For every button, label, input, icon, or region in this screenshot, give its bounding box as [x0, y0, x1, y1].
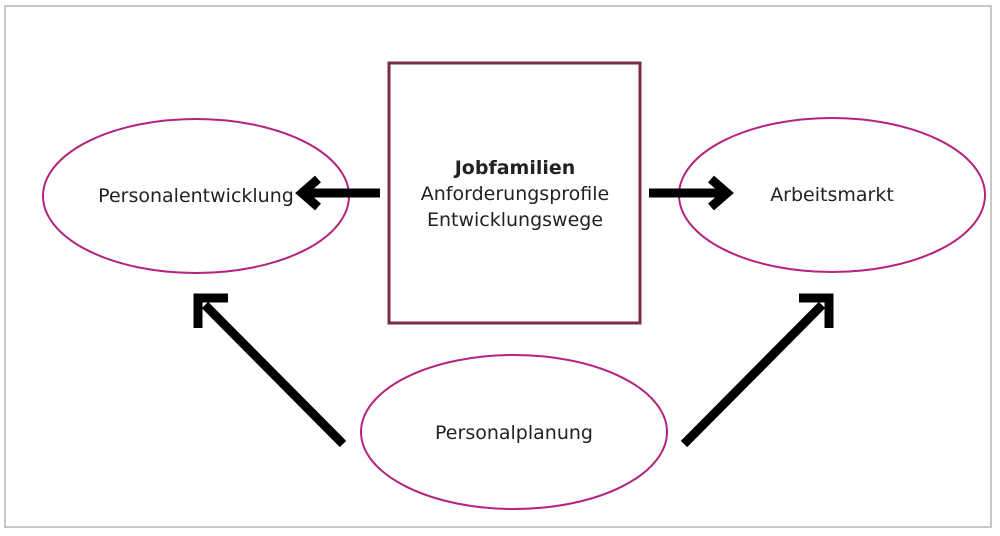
box-jobfamilien [387, 61, 642, 325]
diagram-frame [4, 5, 992, 528]
ellipse-personalplanung [360, 354, 668, 510]
label-arbeitsmarkt: Arbeitsmarkt [770, 184, 894, 206]
center-line-entwicklungswege: Entwicklungswege [426, 209, 604, 231]
arrow-center-to-personalentwicklung [295, 175, 380, 211]
arrow-personalplanung-to-personalentwicklung [193, 293, 347, 448]
center-title: Jobfamilien [454, 157, 576, 179]
label-personalentwicklung: Personalentwicklung [98, 185, 294, 207]
arrow-center-to-arbeitsmarkt [649, 175, 734, 211]
arrow-personalplanung-to-arbeitsmarkt [680, 293, 834, 448]
label-personalplanung: Personalplanung [435, 422, 593, 444]
center-node-text: Jobfamilien Anforderungsprofile Entwickl… [390, 155, 640, 233]
center-line-anforderungsprofile: Anforderungsprofile [420, 183, 610, 205]
